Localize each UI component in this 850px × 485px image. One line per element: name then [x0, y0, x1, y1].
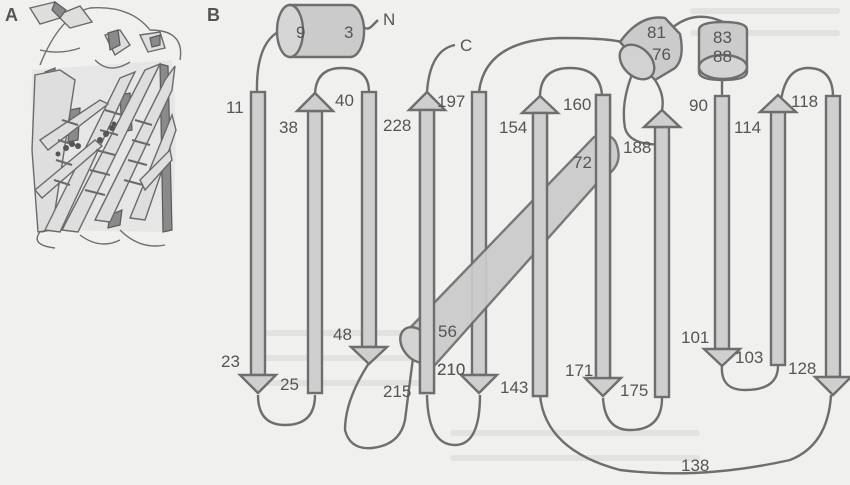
- helix-label-88: 88: [713, 47, 732, 66]
- strand-label-143: 143: [500, 378, 528, 397]
- strand-label-38: 38: [279, 118, 298, 137]
- strand-label-128: 128: [788, 359, 816, 378]
- strand-label-25: 25: [280, 375, 299, 394]
- loops: [255, 15, 835, 475]
- strand-label-175: 175: [620, 381, 648, 400]
- helix-label-83: 83: [713, 28, 732, 47]
- helix-76-81: 81 76: [618, 16, 683, 82]
- strand-label-197: 197: [437, 92, 465, 111]
- strand-label-160: 160: [563, 95, 591, 114]
- strand-103-114: 114 103: [734, 93, 800, 367]
- strand-label-114: 114: [734, 118, 761, 137]
- strand-label-215: 215: [383, 382, 411, 401]
- panel-label-a: A: [5, 5, 18, 25]
- strand-label-90: 90: [689, 96, 708, 115]
- n-terminus-label: N: [383, 10, 395, 29]
- strand-label-188: 188: [623, 138, 651, 157]
- strand-25-38: 38 25: [279, 91, 336, 395]
- strand-label-228: 228: [383, 116, 411, 135]
- strand-143-154-front: [531, 111, 549, 398]
- strand-label-210: 210: [437, 360, 465, 379]
- strand-label-118: 118: [791, 92, 818, 111]
- panel-label-b: B: [207, 5, 220, 25]
- gfp-barrel-structure: [28, 1, 182, 249]
- strand-175-188: 188 175: [620, 108, 684, 400]
- strand-label-48: 48: [333, 325, 352, 344]
- helix-label-81: 81: [647, 23, 666, 42]
- strand-118-128: 118 128: [788, 92, 850, 397]
- strand-label-101: 101: [681, 328, 709, 347]
- strand-215-228-front: [418, 108, 436, 395]
- helix-label-56: 56: [438, 322, 457, 341]
- helix-label-72: 72: [573, 153, 592, 172]
- strand-160-171-front: [594, 93, 612, 380]
- helix-label-3: 3: [344, 23, 353, 42]
- strand-label-11: 11: [226, 98, 244, 117]
- strand-label-210-front: 210: [437, 360, 465, 379]
- strand-label-23: 23: [221, 352, 240, 371]
- strand-label-40: 40: [335, 91, 354, 110]
- strand-11-23: 11 23: [221, 90, 279, 395]
- loop-label-138: 138: [681, 456, 709, 475]
- strand-label-103: 103: [735, 348, 763, 367]
- helix-83-88: 83 88: [697, 20, 749, 82]
- strand-40-48: 40 48: [333, 90, 391, 366]
- helix-label-9: 9: [296, 23, 305, 42]
- strand-label-154: 154: [499, 118, 527, 137]
- c-terminus-label: C: [460, 36, 472, 55]
- helix-label-76: 76: [652, 45, 671, 64]
- chromophore-icon: [55, 121, 117, 157]
- helix-3-9: 9 3: [275, 3, 366, 59]
- strand-90-101: 90 101: [681, 94, 744, 368]
- strand-label-171: 171: [565, 361, 593, 380]
